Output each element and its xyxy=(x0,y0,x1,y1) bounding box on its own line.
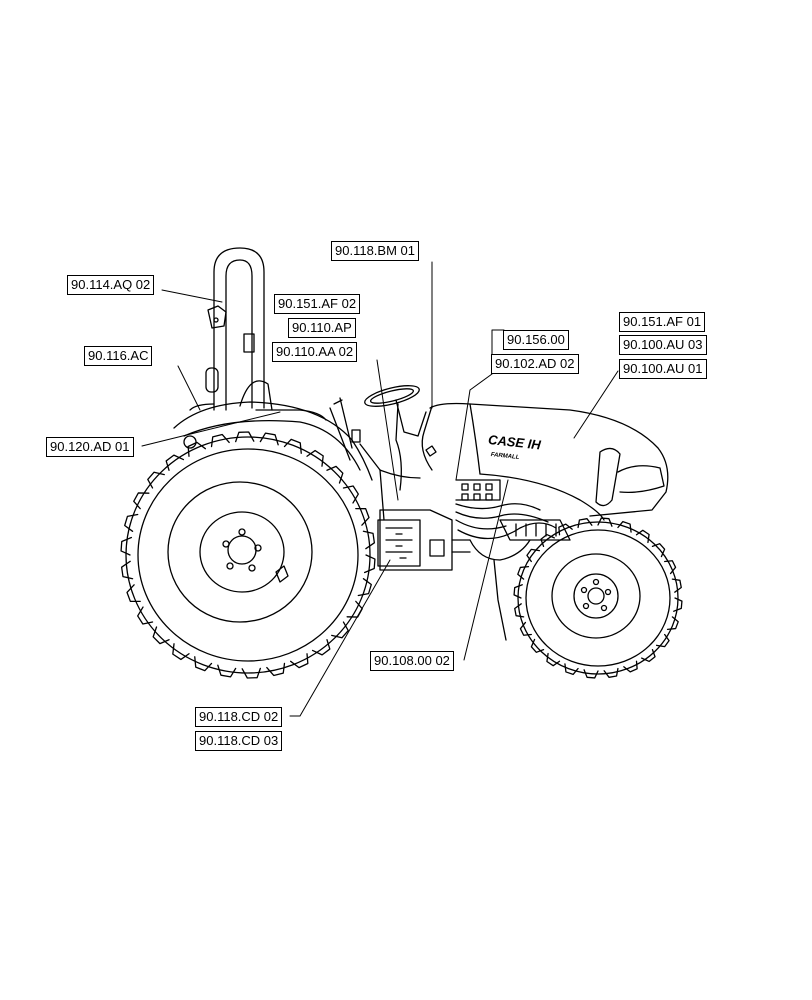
tread-lug xyxy=(235,431,255,443)
tread-lug xyxy=(210,433,230,448)
tread-lug xyxy=(217,664,237,678)
tread-lug xyxy=(655,633,670,648)
tread-lug xyxy=(133,492,150,510)
callout-90-151-af-01[interactable]: 90.151.AF 01 xyxy=(619,312,706,332)
tread-lug xyxy=(558,523,573,536)
tread-lug xyxy=(165,454,185,471)
tread-lug xyxy=(289,653,309,669)
callout-90-114-aq-02[interactable]: 90.114.AQ 02 xyxy=(67,275,155,295)
tread-lug xyxy=(342,485,359,504)
rops-roll-bar xyxy=(205,247,265,411)
tread-lug xyxy=(259,432,279,446)
tread-lug xyxy=(577,518,593,529)
callout-90-102-ad-02[interactable]: 90.102.AD 02 xyxy=(491,354,579,374)
tread-lug xyxy=(126,584,141,603)
tread-lug xyxy=(306,449,324,467)
tread-lug xyxy=(241,667,261,679)
tread-lug xyxy=(673,597,683,612)
tread-lug xyxy=(623,660,638,673)
tread-lug xyxy=(583,669,599,679)
tread-lug xyxy=(517,566,530,580)
tread-lug xyxy=(120,536,133,556)
callout-90-118-cd-03[interactable]: 90.118.CD 03 xyxy=(195,731,283,751)
callout-90-118-cd-02[interactable]: 90.118.CD 02 xyxy=(195,707,283,727)
tread-lug xyxy=(617,520,632,533)
steering-wheel xyxy=(364,385,427,491)
rear-wheel xyxy=(125,436,371,674)
engine-side xyxy=(455,479,571,641)
tread-lug xyxy=(283,438,302,454)
tread-lug xyxy=(266,662,286,677)
tread-lug xyxy=(671,578,682,593)
callout-90-151-af-02[interactable]: 90.151.AF 02 xyxy=(274,294,361,314)
tread-lug xyxy=(120,560,134,580)
tread-lug xyxy=(362,530,376,550)
front-wheel xyxy=(517,521,679,675)
tread-lug xyxy=(147,471,165,489)
tread-lug xyxy=(346,600,363,618)
callout-90-116-ac[interactable]: 90.116.AC xyxy=(84,346,153,366)
callout-90-110-aa-02[interactable]: 90.110.AA 02 xyxy=(272,342,358,362)
tread-lug xyxy=(641,648,656,663)
center-housing xyxy=(329,397,471,571)
tread-lug xyxy=(514,603,525,618)
tread-lug xyxy=(355,507,370,526)
tread-lug xyxy=(519,621,532,636)
tread-lug xyxy=(311,639,331,656)
tread-lug xyxy=(513,584,523,599)
tread-lug xyxy=(526,548,541,563)
tread-lug xyxy=(124,513,139,532)
tread-lug xyxy=(137,606,154,625)
tread-lug xyxy=(194,656,213,672)
tread-lug xyxy=(331,621,349,639)
callout-90-110-ap[interactable]: 90.110.AP xyxy=(288,318,356,338)
rear-tire-lugs xyxy=(120,431,376,679)
tread-lug xyxy=(546,652,561,667)
callout-90-100-au-03[interactable]: 90.100.AU 03 xyxy=(619,335,707,355)
tread-lug xyxy=(540,533,555,548)
callout-90-120-ad-01[interactable]: 90.120.AD 01 xyxy=(46,437,134,457)
callout-90-108-00-02[interactable]: 90.108.00 02 xyxy=(370,651,454,671)
tread-lug xyxy=(635,529,650,544)
tread-lug xyxy=(530,638,545,653)
tread-lug xyxy=(603,667,619,678)
tread-lug xyxy=(664,560,677,575)
tread-lug xyxy=(597,517,613,527)
callout-90-118-bm-01[interactable]: 90.118.BM 01 xyxy=(331,241,419,261)
tread-lug xyxy=(564,663,579,676)
tread-lug xyxy=(187,441,207,457)
tread-lug xyxy=(152,626,170,645)
tread-lug xyxy=(666,616,679,630)
tread-lug xyxy=(363,554,376,574)
leader-lines xyxy=(141,261,619,717)
callout-90-100-au-01[interactable]: 90.100.AU 01 xyxy=(619,359,707,379)
tread-lug xyxy=(357,578,372,597)
callout-90-156-00[interactable]: 90.156.00 xyxy=(503,330,569,350)
front-tire-lugs xyxy=(513,517,683,679)
tread-lug xyxy=(326,465,344,484)
tread-lug xyxy=(172,643,190,661)
hood xyxy=(421,402,669,521)
tread-lug xyxy=(651,543,666,558)
